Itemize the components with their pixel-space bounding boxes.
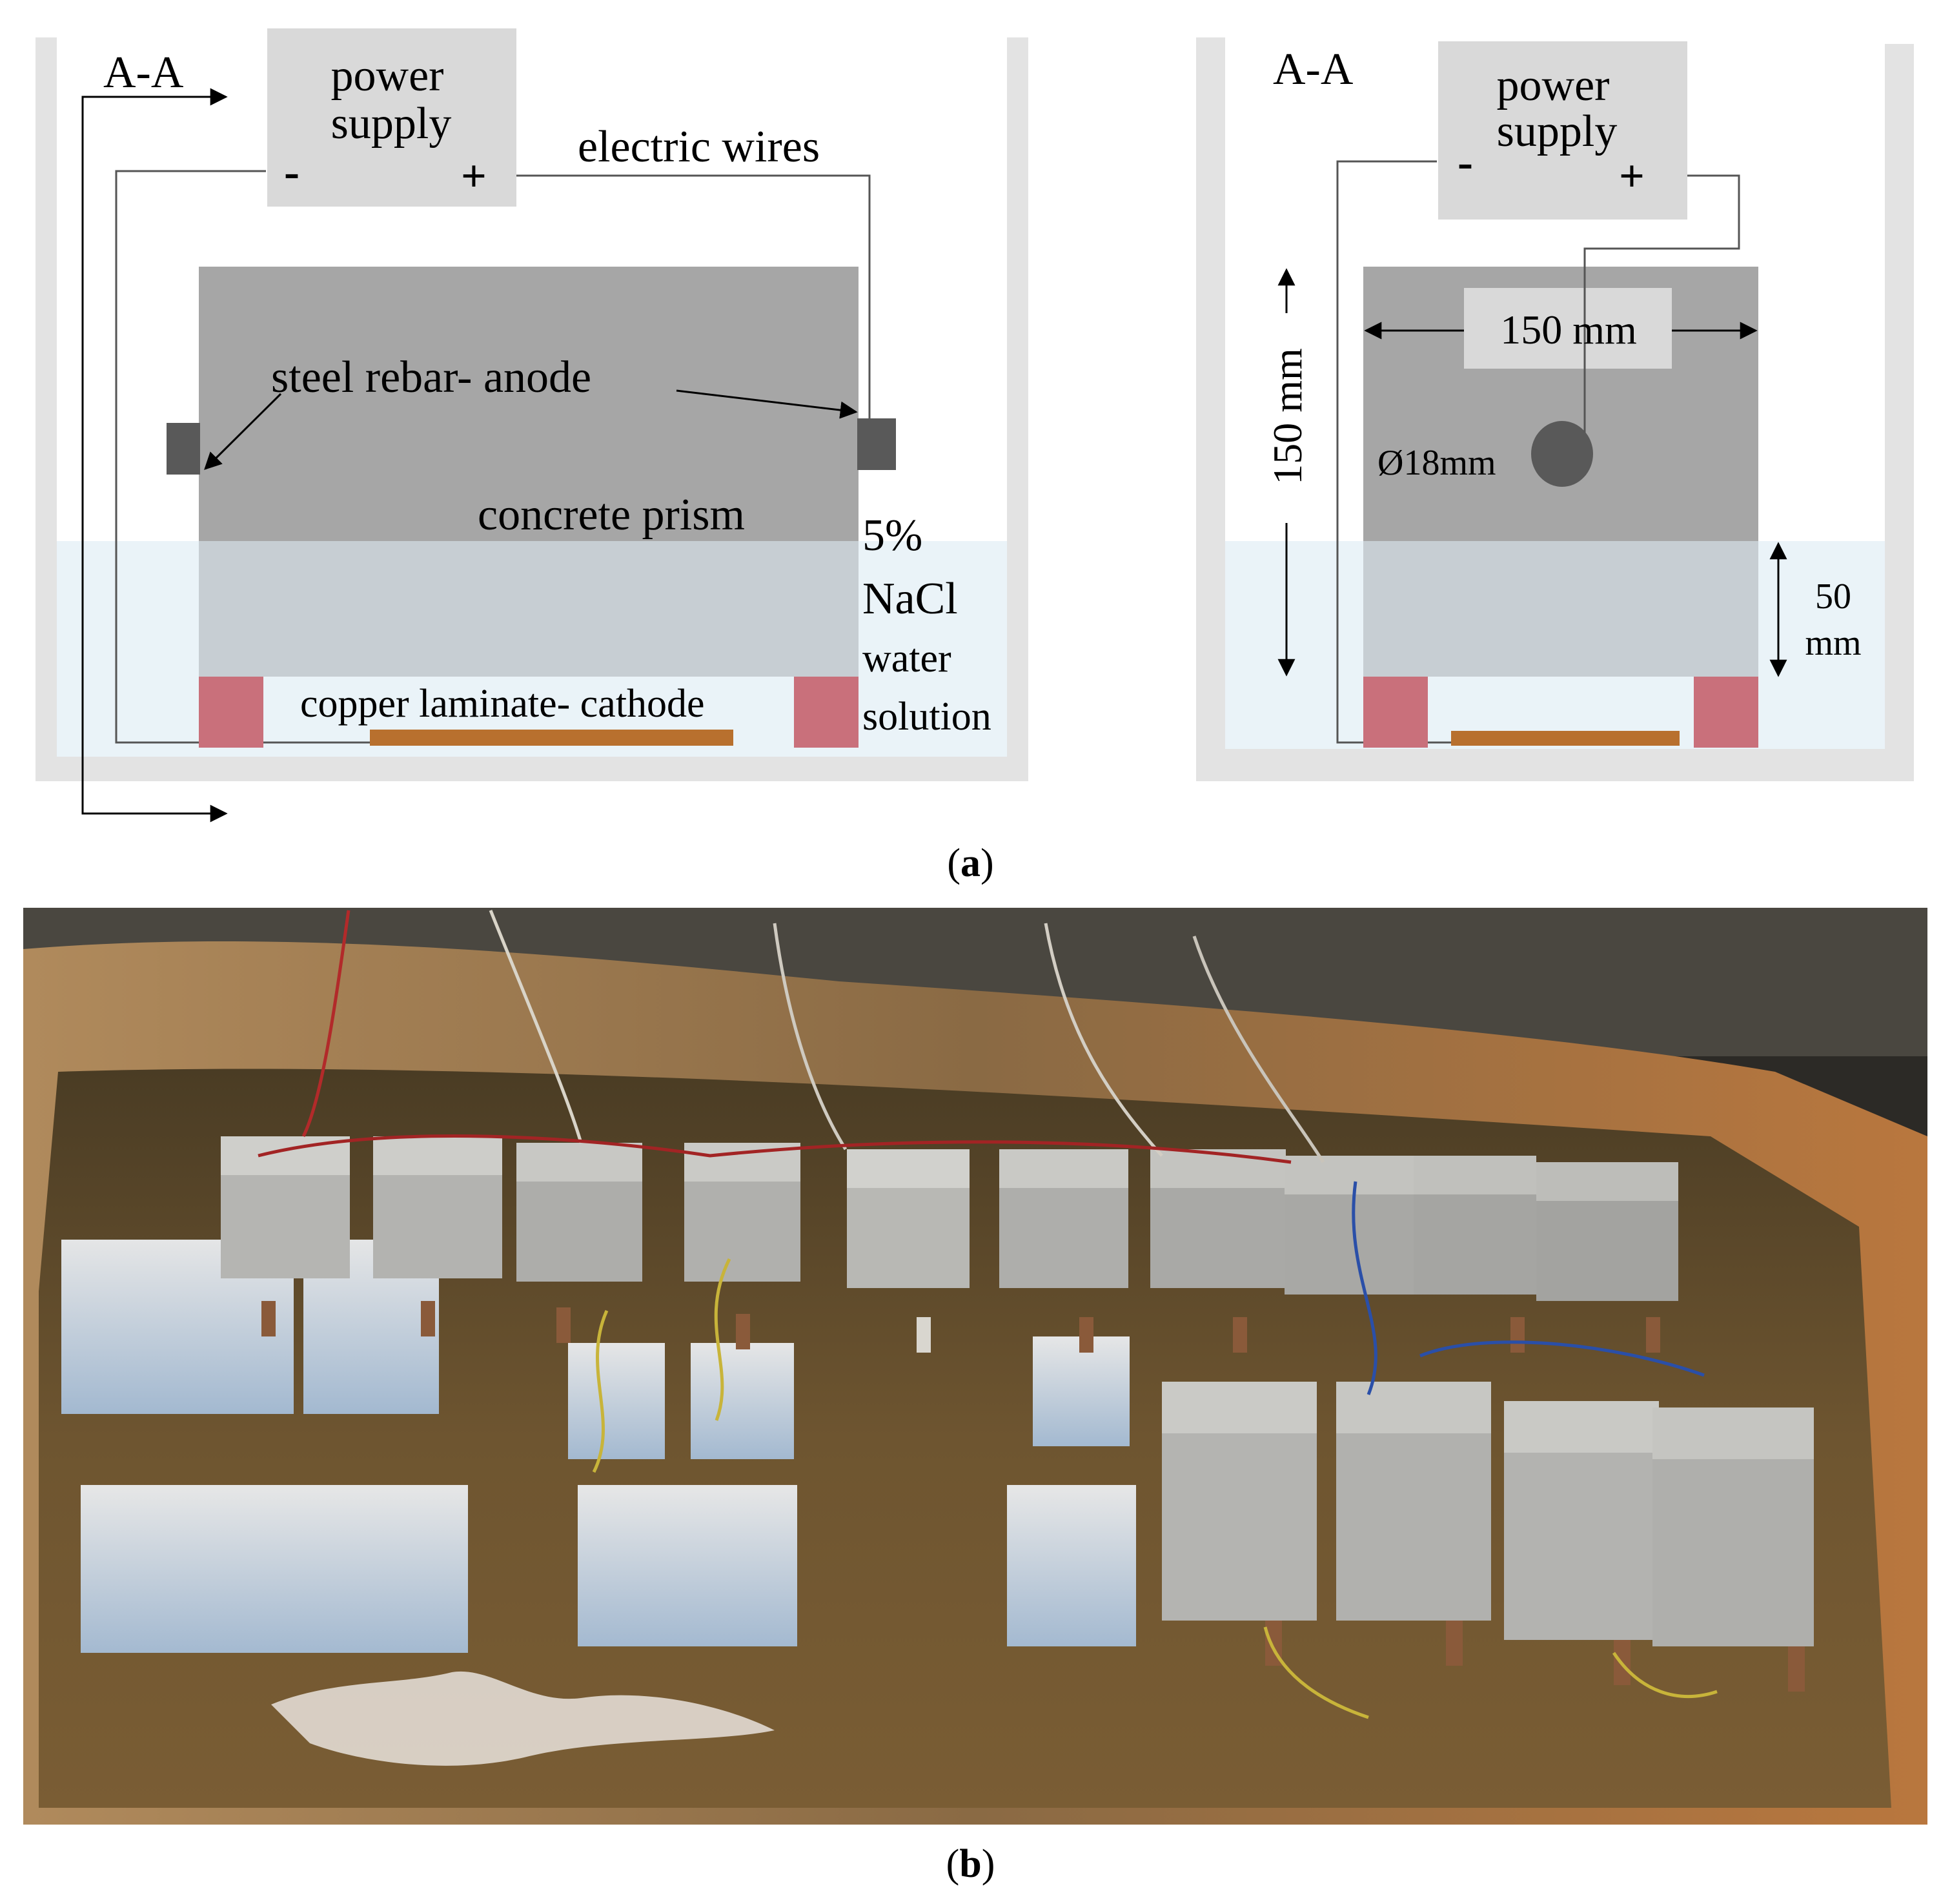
copper-laminate-right (1451, 731, 1680, 746)
section-arrow (81, 88, 228, 823)
wire-negative (115, 170, 266, 744)
anode-arrow-left (204, 393, 282, 470)
caption-a-close: ) (981, 841, 994, 885)
support-right (794, 677, 859, 748)
power-label-1: power (331, 51, 444, 101)
rebar-diameter-label: Ø18mm (1377, 443, 1496, 483)
caption-a-open: ( (947, 841, 960, 885)
submerged-prism (199, 541, 859, 677)
minus-label: - (284, 146, 300, 198)
section-label-right: A-A (1273, 45, 1354, 94)
solution-label-2: NaCl (862, 574, 958, 624)
plus-label-right: + (1619, 152, 1645, 201)
power-label-right-2: supply (1497, 107, 1618, 156)
plus-label: + (461, 152, 487, 201)
caption-a: (a) (0, 841, 1941, 886)
wire-positive-right (1583, 174, 1740, 433)
section-label-left: A-A (103, 48, 184, 97)
front-row-specimens (1162, 1382, 1814, 1646)
salt-residue (271, 1671, 775, 1766)
power-supply-box-left (267, 28, 516, 207)
test-photo (23, 908, 1927, 1825)
steel-rebar-label: steel rebar- anode (271, 353, 591, 402)
anode-arrow-right (676, 389, 858, 419)
concrete-prism (199, 267, 859, 541)
water-dim-label-1: 50 (1815, 577, 1851, 617)
solution-label-4: solution (862, 695, 991, 739)
photo-wires (258, 910, 1718, 1719)
copper-laminate (370, 730, 733, 746)
solution-label-3: water (862, 637, 951, 681)
support-right-a (1363, 677, 1428, 748)
support-left (199, 677, 263, 748)
caption-b: (b) (0, 1841, 1941, 1887)
rebar-section (1531, 421, 1593, 487)
water-dim-label-2: mm (1805, 623, 1861, 663)
support-right-b (1694, 677, 1758, 748)
concrete-prism-label: concrete prism (478, 490, 745, 540)
power-label-2: supply (331, 99, 452, 148)
rebar-right (857, 418, 896, 470)
solution-label-1: 5% (862, 511, 922, 560)
minus-label-right: - (1458, 136, 1473, 188)
left-schematic: A-A power supply - + electric wires stee… (36, 28, 1028, 823)
right-schematic: A-A power supply - + 150 mm 150 mm Ø18mm… (1196, 37, 1914, 781)
power-label-right-1: power (1497, 61, 1610, 110)
rebar-left (167, 423, 200, 475)
caption-b-close: ) (981, 1842, 995, 1886)
caption-b-letter: b (959, 1842, 982, 1886)
rebar-ends (261, 1301, 1805, 1692)
window-reflections (61, 1240, 1136, 1653)
caption-a-letter: a (960, 841, 981, 885)
electric-wires-label: electric wires (578, 122, 820, 172)
copper-label: copper laminate- cathode (300, 682, 705, 726)
wire-negative-right (1336, 160, 1437, 744)
back-row-specimens (221, 1136, 1678, 1301)
width-label-box (1464, 288, 1672, 369)
caption-b-open: ( (946, 1842, 960, 1886)
wire-positive (516, 174, 871, 418)
power-supply-box-right (1438, 41, 1687, 220)
height-dim-label: 150 mm (1265, 348, 1310, 485)
width-dim-label: 150 mm (1500, 307, 1637, 353)
submerged-section (1363, 541, 1758, 677)
